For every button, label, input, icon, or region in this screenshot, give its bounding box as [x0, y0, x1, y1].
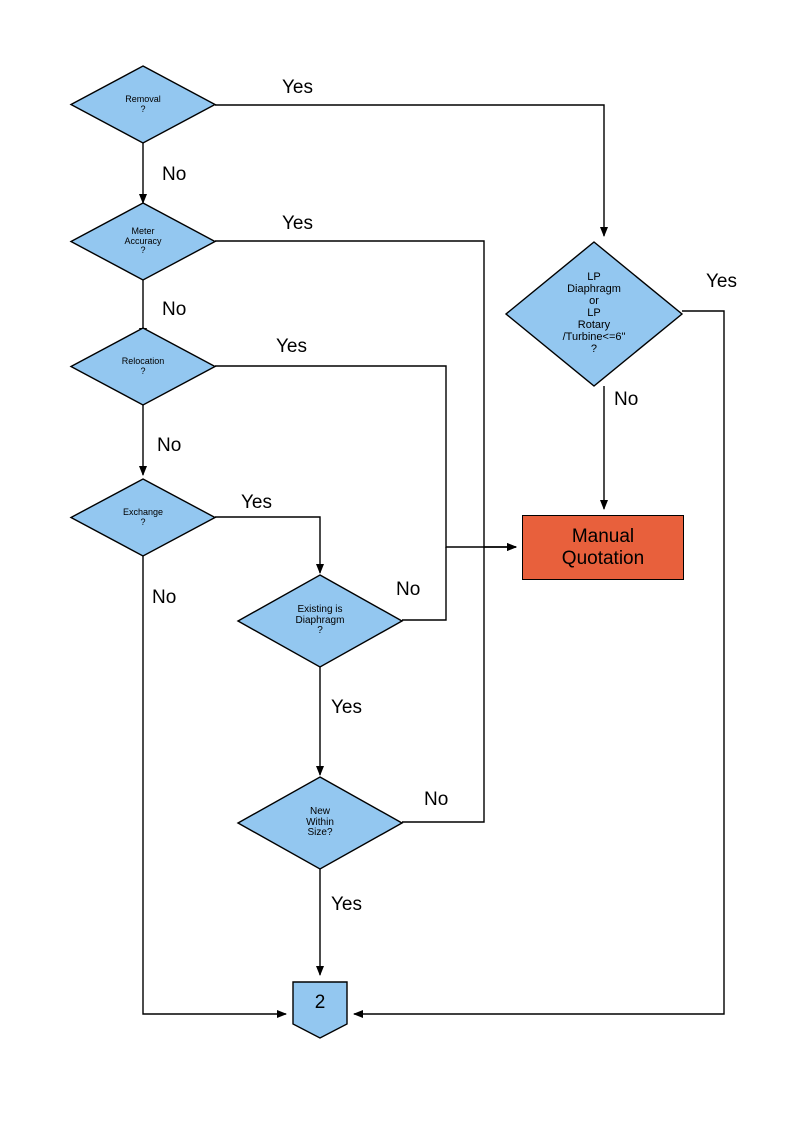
- decision-meter-accuracy[interactable]: Meter Accuracy ?: [69, 202, 217, 281]
- decision-existing-is-diaphragm[interactable]: Existing is Diaphragm ?: [236, 574, 404, 668]
- edge-label-lp-yes: Yes: [706, 271, 737, 292]
- edge-removal-yes: [215, 104, 608, 237]
- decision-relocation[interactable]: Relocation ?: [69, 327, 217, 406]
- diamond-shape-relocation: [69, 327, 217, 406]
- edge-label-existing-diaphragm-no: No: [396, 579, 421, 600]
- connector-shape-2: [292, 981, 348, 1039]
- decision-lp-diaphragm[interactable]: LP Diaphragm or LP Rotary /Turbine<=6" ?: [504, 241, 684, 387]
- diamond-shape-meter-accuracy: [69, 202, 217, 281]
- diamond-shape-removal: [69, 65, 217, 144]
- decision-exchange[interactable]: Exchange ?: [69, 478, 217, 557]
- edge-lp-yes: [353, 310, 725, 1018]
- process-manual-quotation[interactable]: Manual Quotation: [522, 515, 684, 580]
- edge-label-relocation-no: No: [157, 435, 182, 456]
- connector-2[interactable]: 2: [292, 981, 348, 1039]
- edge-label-exchange-no: No: [152, 587, 177, 608]
- edge-label-new-within-size-yes: Yes: [331, 894, 362, 915]
- edge-label-exchange-yes: Yes: [241, 492, 272, 513]
- edge-label-meter-accuracy-yes: Yes: [282, 213, 313, 234]
- edge-label-removal-no: No: [162, 164, 187, 185]
- edge-label-removal-yes: Yes: [282, 77, 313, 98]
- diamond-shape-lp-diaphragm: [504, 241, 684, 387]
- diamond-shape-existing-is-diaphragm: [236, 574, 404, 668]
- edge-exchange-yes: [215, 516, 324, 574]
- diamond-shape-exchange: [69, 478, 217, 557]
- edge-label-lp-no: No: [614, 389, 639, 410]
- edge-label-relocation-yes: Yes: [276, 336, 307, 357]
- decision-removal[interactable]: Removal ?: [69, 65, 217, 144]
- edge-label-existing-diaphragm-yes: Yes: [331, 697, 362, 718]
- decision-new-within-size[interactable]: New Within Size?: [236, 776, 404, 870]
- edge-label-meter-accuracy-no: No: [162, 299, 187, 320]
- edge-relocation-yes: [215, 365, 517, 551]
- diamond-shape-new-within-size: [236, 776, 404, 870]
- edge-label-new-within-size-no: No: [424, 789, 449, 810]
